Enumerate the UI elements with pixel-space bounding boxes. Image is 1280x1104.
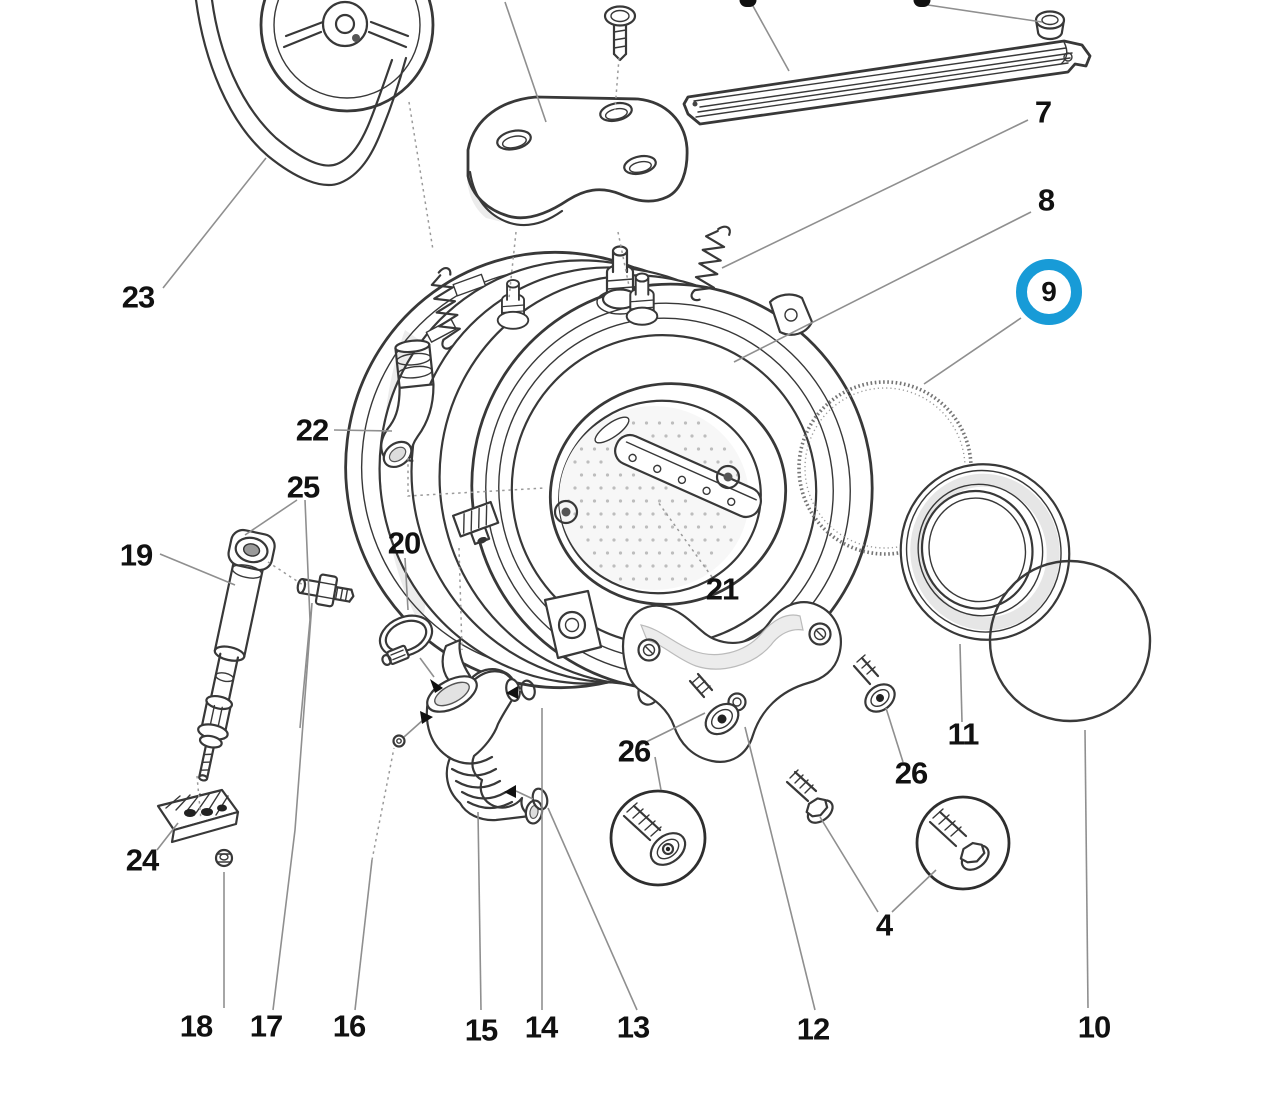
part-label-13[interactable]: 13 (616, 1009, 650, 1045)
suspension-spring-left (430, 267, 461, 350)
leader-11 (959, 643, 963, 723)
counterweight-screw (603, 5, 637, 62)
leader-19 (159, 553, 236, 586)
part-label-14[interactable]: 14 (524, 1009, 558, 1045)
part-label-8[interactable]: 8 (1037, 182, 1055, 218)
damper-pin (296, 573, 355, 608)
clamp-ring-10 (988, 559, 1152, 723)
leader-10 (1084, 729, 1089, 1009)
arrowhead-grommet-to-hose (420, 711, 433, 724)
part-label-9-highlighted[interactable]: 9 (1016, 259, 1082, 325)
part-label-15[interactable]: 15 (464, 1012, 498, 1048)
leader-4 (891, 869, 937, 913)
assembly-arrowheads (420, 679, 518, 798)
counterweight (466, 95, 689, 227)
drive-pulley (259, 0, 435, 113)
part-label-18[interactable]: 18 (179, 1008, 213, 1044)
hose-clamp (378, 614, 434, 666)
part-label-21[interactable]: 21 (705, 571, 739, 607)
leader-17 (272, 602, 313, 1011)
leader-counterweight-stud-l (508, 231, 517, 299)
leader-15 (477, 811, 482, 1011)
drain-hose (425, 668, 544, 825)
part-label-23[interactable]: 23 (121, 279, 155, 315)
leader-counterweight-stud-r (617, 231, 630, 287)
leader-23 (162, 157, 267, 289)
leader-elbow-to-tub (407, 458, 546, 497)
part-label-12[interactable]: 12 (796, 1011, 830, 1047)
magnifier-screw-left (609, 789, 707, 887)
arrowhead-clamp-to-hose (430, 679, 443, 693)
tub-details (441, 293, 814, 706)
leader-16 (371, 747, 395, 861)
leader-26b (885, 707, 904, 763)
cap-plug (1034, 10, 1066, 41)
door-gasket-11 (899, 463, 1071, 641)
crossbar-rail (682, 39, 1092, 126)
part-label-11[interactable]: 11 (947, 716, 980, 752)
nut-18 (214, 848, 234, 868)
leader-counterweight-screw (614, 57, 620, 111)
leader-damper-to-bracket (196, 775, 202, 821)
seal-14 (520, 679, 536, 701)
leader-clip-to-hose (458, 547, 463, 651)
retainer-clip (451, 500, 500, 546)
leader-12 (744, 726, 816, 1011)
leader-clamp-to-hose (419, 657, 435, 678)
leader-26a (639, 712, 706, 746)
shock-absorber (197, 528, 276, 782)
bearing-bracket (621, 601, 842, 763)
part-label-22[interactable]: 22 (295, 412, 329, 448)
part-label-24[interactable]: 24 (125, 842, 159, 878)
drive-belt (194, 0, 408, 187)
part-label-25[interactable]: 25 (286, 469, 320, 505)
drum-opening (548, 382, 788, 606)
leader-pulley-axis (408, 101, 434, 251)
leader-pin-to-damper (267, 561, 304, 586)
leader-lines (156, 1, 1089, 1011)
leader-16 (354, 859, 373, 1011)
drum-lifter-paddle (614, 433, 762, 519)
leader-25 (244, 499, 298, 536)
part-label-7[interactable]: 7 (1034, 94, 1052, 130)
leader-22 (333, 429, 393, 432)
magnifier-screw-right (915, 795, 1011, 891)
leader-7 (721, 119, 1029, 269)
bracket-screw-26-right (852, 654, 896, 713)
bracket-screw-26-left (688, 672, 740, 736)
suspension-studs (496, 245, 659, 330)
leader-top-cut-counterweight (504, 1, 547, 123)
hex-screw-4 (785, 769, 834, 824)
grommet-16 (392, 734, 406, 748)
part-label-10[interactable]: 10 (1077, 1009, 1111, 1045)
mounting-bracket-24 (156, 788, 240, 844)
leader-grommet-to-hose (403, 719, 424, 738)
arrowhead-seal14-to-hose (506, 686, 518, 699)
part-label-4[interactable]: 4 (875, 907, 893, 943)
leader-4 (819, 816, 879, 913)
leader-13 (547, 807, 638, 1011)
part-label-19[interactable]: 19 (119, 537, 153, 573)
leader-top-partial-b (927, 4, 1043, 23)
arrowhead-seal13-to-hose (504, 785, 516, 798)
part-label-16[interactable]: 16 (332, 1008, 366, 1044)
part-label-17[interactable]: 17 (249, 1008, 283, 1044)
leader-top-partial-a (752, 5, 790, 72)
part-label-20[interactable]: 20 (387, 525, 421, 561)
part-label-26b[interactable]: 26 (894, 755, 928, 791)
leader-seal13-to-hose (515, 790, 534, 800)
leader-24 (156, 822, 179, 851)
elbow-pipe (380, 339, 435, 469)
suspension-spring-right (690, 225, 731, 302)
leader-26a (654, 756, 662, 791)
leader-8 (733, 211, 1032, 363)
leader-9 (923, 317, 1022, 385)
leader-20 (404, 557, 409, 611)
part-label-26a[interactable]: 26 (617, 733, 651, 769)
leader-21 (657, 501, 713, 578)
